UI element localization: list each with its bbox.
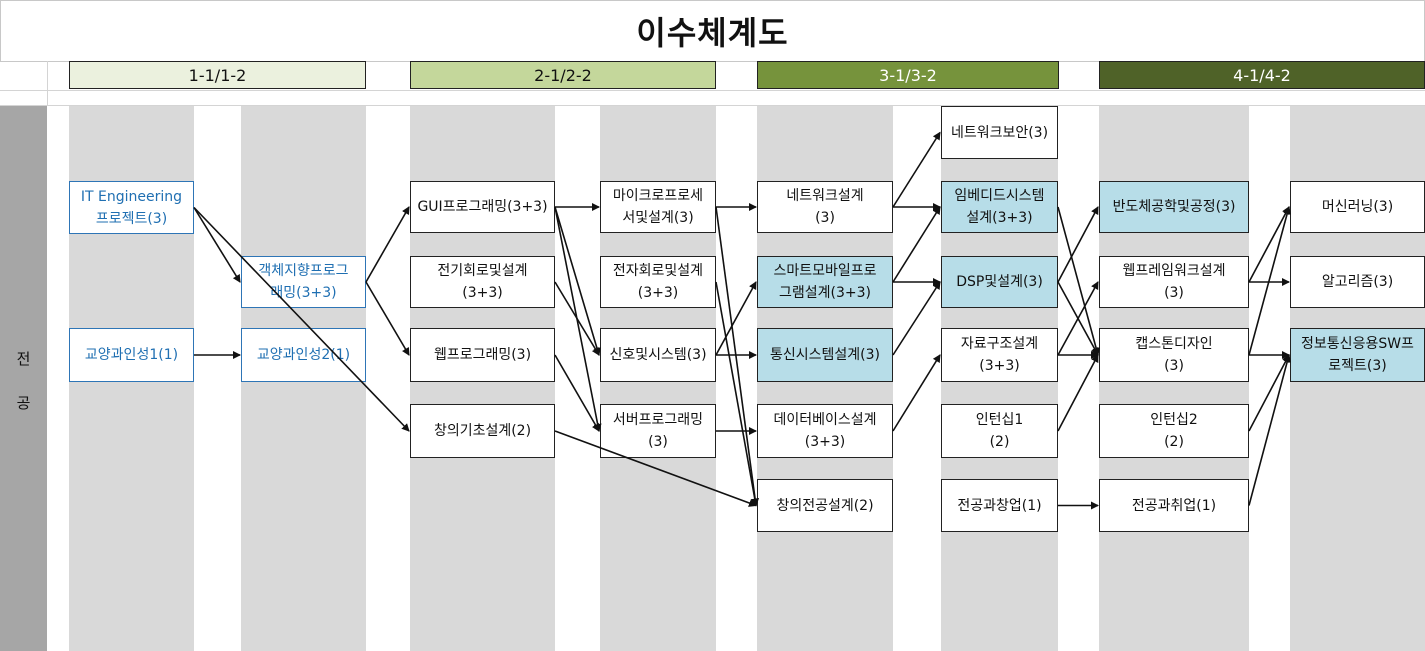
year-header-3: 3-1/3-2 (757, 61, 1059, 89)
arrow-job-to-swp (1248, 354, 1292, 506)
course-node-start: 전공과창업(1) (941, 479, 1058, 532)
divider (47, 61, 48, 105)
arrow-web-to-srv (554, 354, 600, 432)
year-header-2: 2-1/2-2 (410, 61, 716, 89)
arrow-micro-to-cmaj (715, 206, 760, 507)
arrow-sig-to-smart (715, 281, 757, 356)
course-node-smart: 스마트모바일프로 그램설계(3+3) (757, 256, 893, 308)
course-node-netd: 네트워크설계 (3) (757, 181, 893, 233)
arrow-emb-to-cap (1057, 206, 1101, 356)
course-node-ky2: 교양과인성2(1) (241, 328, 366, 382)
major-side-label: 전 공 (0, 106, 47, 651)
divider (0, 105, 1425, 106)
course-node-comm: 통신시스템설계(3) (757, 328, 893, 382)
arrow-dsp-to-cap (1057, 281, 1099, 356)
arrow-dsp-to-semi (1057, 206, 1099, 283)
course-node-algo: 알고리즘(3) (1290, 256, 1425, 308)
course-node-oop: 객체지향프로그 래밍(3+3) (241, 256, 366, 308)
course-node-job: 전공과취업(1) (1099, 479, 1249, 532)
divider (0, 90, 1425, 91)
side-label-char: 공 (16, 394, 31, 412)
arrow-netd-to-nsec (892, 131, 941, 208)
arrow-int2-to-swp (1248, 354, 1290, 432)
course-node-elec: 전자회로및설계 (3+3) (600, 256, 716, 308)
course-node-sig: 신호및시스템(3) (600, 328, 716, 382)
course-node-nsec: 네트워크보안(3) (941, 106, 1058, 159)
course-node-cre: 창의기초설계(2) (410, 404, 555, 458)
arrow-gui-to-sig (554, 206, 601, 356)
arrow-comm-to-dsp (892, 281, 941, 356)
course-node-cap: 캡스톤디자인 (3) (1099, 328, 1249, 382)
arrow-gui-to-srv (554, 206, 602, 432)
year-header-1: 1-1/1-2 (69, 61, 366, 89)
course-node-web: 웹프로그래밍(3) (410, 328, 555, 382)
arrow-elec-to-cmaj (715, 281, 759, 507)
course-node-micro: 마이크로프로세 서및설계(3) (600, 181, 716, 233)
course-node-semi: 반도체공학및공정(3) (1099, 181, 1249, 233)
course-node-cmaj: 창의전공설계(2) (757, 479, 893, 532)
arrow-smart-to-emb (892, 206, 941, 283)
course-node-dsp: DSP및설계(3) (941, 256, 1058, 308)
arrow-oop-to-gui (365, 206, 410, 283)
title-bar: 이수체계도 (0, 0, 1425, 62)
course-node-circ: 전기회로및설계 (3+3) (410, 256, 555, 308)
course-node-itep: IT Engineering 프로젝트(3) (69, 181, 194, 234)
course-node-ky1: 교양과인성1(1) (69, 328, 194, 382)
arrow-circ-to-sig (554, 281, 600, 356)
course-node-int2: 인턴십2 (2) (1099, 404, 1249, 458)
course-node-ml: 머신러닝(3) (1290, 181, 1425, 233)
page-title: 이수체계도 (636, 14, 789, 52)
course-node-webf: 웹프레임워크설계 (3) (1099, 256, 1249, 308)
course-node-int1: 인턴십1 (2) (941, 404, 1058, 458)
arrow-oop-to-web (365, 281, 410, 356)
arrow-db-to-ds (892, 354, 941, 432)
arrow-int1-to-cap (1057, 354, 1099, 432)
course-node-db: 데이터베이스설계 (3+3) (757, 404, 893, 458)
arrow-ds-to-webf (1057, 281, 1099, 356)
course-node-ds: 자료구조설계 (3+3) (941, 328, 1058, 382)
arrow-itep-to-oop (193, 207, 241, 283)
course-node-gui: GUI프로그래밍(3+3) (410, 181, 555, 233)
arrow-cap-to-ml (1248, 206, 1292, 356)
year-header-4: 4-1/4-2 (1099, 61, 1425, 89)
side-label-char: 전 (16, 350, 31, 368)
course-node-swp: 정보통신응용SW프 로젝트(3) (1290, 328, 1425, 382)
arrow-webf-to-ml (1248, 206, 1290, 283)
course-node-srv: 서버프로그래밍 (3) (600, 404, 716, 458)
course-node-emb: 임베디드시스템 설계(3+3) (941, 181, 1058, 233)
